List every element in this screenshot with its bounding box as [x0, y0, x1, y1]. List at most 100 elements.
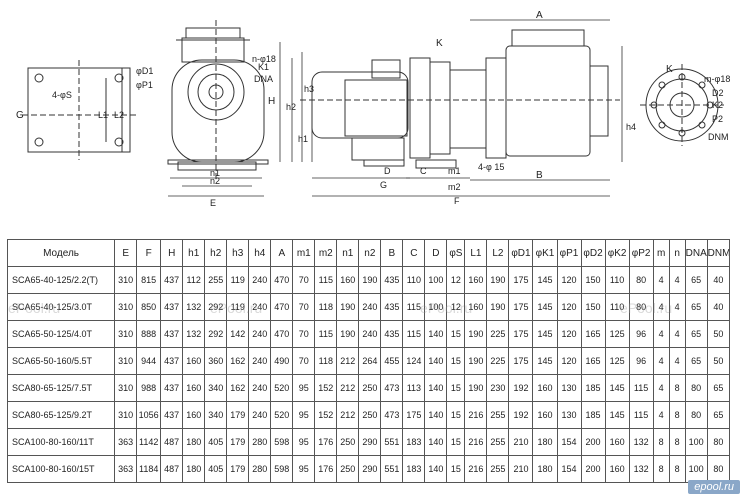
value-cell: 216: [464, 455, 488, 483]
label-K-right: K: [666, 64, 673, 75]
label-DNM: DNM: [708, 132, 729, 142]
header-cell: φK1: [532, 239, 558, 267]
label-L2: L2: [114, 110, 124, 120]
value-cell: 4: [652, 401, 670, 429]
label-h3: h3: [304, 84, 314, 94]
value-cell: 145: [604, 374, 630, 402]
header-cell: φP1: [556, 239, 582, 267]
model-cell: SCA65-50-125/4.0T: [6, 320, 116, 348]
value-cell: 183: [402, 428, 426, 456]
value-cell: 8: [668, 428, 686, 456]
watermark: ePool.ru: [620, 300, 673, 316]
value-cell: 435: [380, 266, 404, 294]
value-cell: 4: [652, 374, 670, 402]
value-cell: 95: [292, 401, 316, 429]
value-cell: 1142: [136, 428, 162, 456]
value-cell: 152: [314, 374, 338, 402]
value-cell: 140: [424, 320, 448, 348]
value-cell: 65: [684, 293, 708, 321]
value-cell: 15: [446, 428, 466, 456]
label-phiP1: φP1: [136, 80, 153, 90]
header-cell: DNM: [706, 239, 731, 267]
value-cell: 363: [114, 455, 138, 483]
value-cell: 240: [248, 320, 272, 348]
value-cell: 190: [336, 320, 360, 348]
value-cell: 132: [182, 293, 206, 321]
value-cell: 8: [668, 401, 686, 429]
value-cell: 165: [580, 320, 606, 348]
base-plate-view: [22, 60, 136, 160]
value-cell: 96: [628, 347, 654, 375]
value-cell: 250: [336, 455, 360, 483]
value-cell: 124: [402, 347, 426, 375]
value-cell: 310: [114, 293, 138, 321]
value-cell: 180: [182, 455, 206, 483]
value-cell: 183: [402, 455, 426, 483]
value-cell: 4: [668, 293, 686, 321]
value-cell: 470: [270, 266, 294, 294]
value-cell: 95: [292, 428, 316, 456]
value-cell: 132: [182, 320, 206, 348]
header-cell: A: [270, 239, 294, 267]
value-cell: 598: [270, 455, 294, 483]
label-4-phiS: 4-φS: [52, 90, 72, 100]
value-cell: 216: [464, 428, 488, 456]
model-cell: SCA100-80-160/15T: [6, 455, 116, 483]
value-cell: 100: [424, 266, 448, 294]
value-cell: 160: [604, 428, 630, 456]
value-cell: 175: [508, 293, 534, 321]
value-cell: 100: [684, 428, 708, 456]
value-cell: 363: [114, 428, 138, 456]
value-cell: 40: [706, 266, 731, 294]
value-cell: 80: [684, 374, 708, 402]
value-cell: 145: [532, 320, 558, 348]
value-cell: 176: [314, 428, 338, 456]
value-cell: 179: [226, 428, 250, 456]
value-cell: 154: [556, 455, 582, 483]
header-cell: L1: [464, 239, 488, 267]
label-K1: K1: [258, 62, 269, 72]
value-cell: 850: [136, 293, 162, 321]
value-cell: 4: [668, 320, 686, 348]
value-cell: 225: [486, 320, 510, 348]
value-cell: 120: [556, 266, 582, 294]
value-cell: 473: [380, 401, 404, 429]
value-cell: 190: [464, 374, 488, 402]
header-cell: F: [136, 239, 162, 267]
value-cell: 310: [114, 401, 138, 429]
model-cell: SCA100-80-160/11T: [6, 428, 116, 456]
label-B: B: [536, 170, 543, 181]
header-cell: H: [160, 239, 184, 267]
value-cell: 190: [464, 347, 488, 375]
header-cell: D: [424, 239, 448, 267]
label-P2: P2: [712, 114, 723, 124]
value-cell: 50: [706, 320, 731, 348]
value-cell: 140: [424, 455, 448, 483]
value-cell: 175: [508, 347, 534, 375]
value-cell: 988: [136, 374, 162, 402]
model-cell: SCA80-65-125/7.5T: [6, 374, 116, 402]
value-cell: 490: [270, 347, 294, 375]
value-cell: 470: [270, 320, 294, 348]
value-cell: 437: [160, 374, 184, 402]
header-cell: m1: [292, 239, 316, 267]
value-cell: 250: [358, 401, 382, 429]
value-cell: 264: [358, 347, 382, 375]
value-cell: 160: [532, 401, 558, 429]
value-cell: 240: [358, 320, 382, 348]
header-cell: n: [668, 239, 686, 267]
header-cell: E: [114, 239, 138, 267]
value-cell: 455: [380, 347, 404, 375]
label-h2: h2: [286, 102, 296, 112]
value-cell: 250: [336, 428, 360, 456]
value-cell: 115: [314, 266, 338, 294]
value-cell: 360: [204, 347, 228, 375]
header-cell: h1: [182, 239, 206, 267]
value-cell: 70: [292, 320, 316, 348]
value-cell: 12: [446, 266, 466, 294]
dimension-lines: [168, 19, 623, 197]
value-cell: 70: [292, 347, 316, 375]
watermark: ePool.ru: [8, 300, 61, 316]
value-cell: 1184: [136, 455, 162, 483]
